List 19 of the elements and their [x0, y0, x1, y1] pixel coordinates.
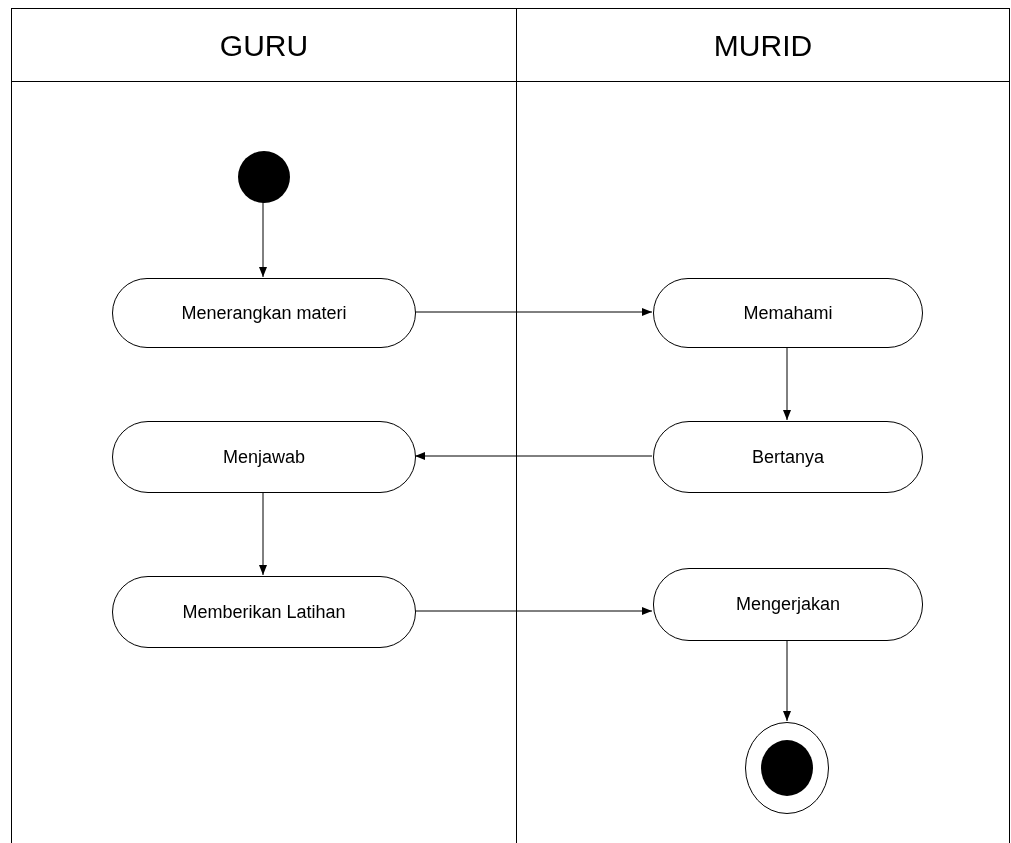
arrow — [259, 491, 267, 576]
activity-box: Memahami — [653, 278, 923, 348]
activity-box: Menerangkan materi — [112, 278, 416, 348]
arrow — [414, 452, 653, 460]
start-node — [238, 151, 290, 203]
arrow — [414, 607, 653, 615]
arrow — [259, 201, 267, 278]
swimlane — [516, 8, 1010, 843]
arrow — [414, 308, 653, 316]
lane-title: MURID — [713, 27, 813, 64]
swimlane — [11, 8, 516, 843]
activity-box: Memberikan Latihan — [112, 576, 416, 648]
activity-box: Mengerjakan — [653, 568, 923, 641]
arrow — [783, 639, 791, 722]
activity-box: Bertanya — [653, 421, 923, 493]
activity-box: Menjawab — [112, 421, 416, 493]
lane-title: GURU — [219, 27, 309, 64]
arrow — [783, 346, 791, 421]
end-node — [745, 722, 829, 814]
